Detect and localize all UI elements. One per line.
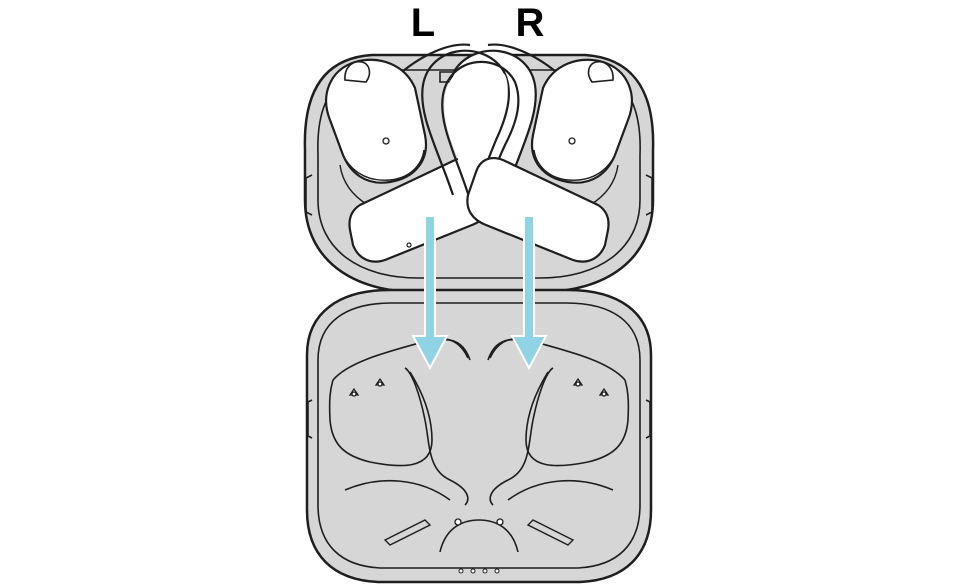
- base-shell: [305, 288, 653, 584]
- case-base: [305, 288, 653, 584]
- base-inner-rim: [317, 302, 641, 569]
- left-earbud-sensor: [382, 137, 390, 145]
- left-earbud-speaker: [325, 58, 428, 184]
- right-earbud-hook-channel: [489, 367, 554, 506]
- lid-right-hinge-notch: [645, 174, 653, 216]
- right-earbud-band-outline: [441, 60, 520, 201]
- left-earbud-hook-channel: [404, 367, 469, 506]
- base-left-slot: [383, 519, 432, 546]
- base-left-side-notch: [307, 399, 313, 439]
- base-magnet-right: [496, 518, 504, 526]
- right-earbud-tab: [587, 60, 614, 83]
- right-earbud-speaker: [530, 58, 633, 184]
- base-right-slot: [526, 519, 575, 546]
- right-down-arrow: [510, 215, 548, 371]
- left-down-arrow: [411, 215, 449, 371]
- right-charging-pins: [572, 377, 610, 397]
- left-earbud-speaker-rim: [339, 147, 425, 181]
- left-label: L: [411, 1, 435, 45]
- right-label: R: [516, 1, 545, 45]
- base-magnet-left: [454, 518, 462, 526]
- battery-indicator-leds: [458, 568, 500, 574]
- down-arrow-icon: [411, 215, 548, 371]
- lid-left-hinge-notch: [305, 174, 313, 216]
- left-charging-pins: [348, 377, 386, 397]
- base-centre-channel: [344, 479, 614, 501]
- left-earbud-mic: [406, 242, 412, 248]
- base-right-side-notch: [645, 399, 651, 439]
- base-front-dip: [439, 519, 519, 553]
- right-earbud-band: [421, 49, 510, 196]
- right-earbud-battery-body: [466, 156, 610, 263]
- right-earbud-band-fill: [444, 63, 508, 195]
- right-earbud-speaker-rim: [533, 147, 619, 181]
- left-earbud-tab: [344, 60, 371, 83]
- right-earbud-sensor: [568, 137, 576, 145]
- right-earbud: [421, 43, 633, 263]
